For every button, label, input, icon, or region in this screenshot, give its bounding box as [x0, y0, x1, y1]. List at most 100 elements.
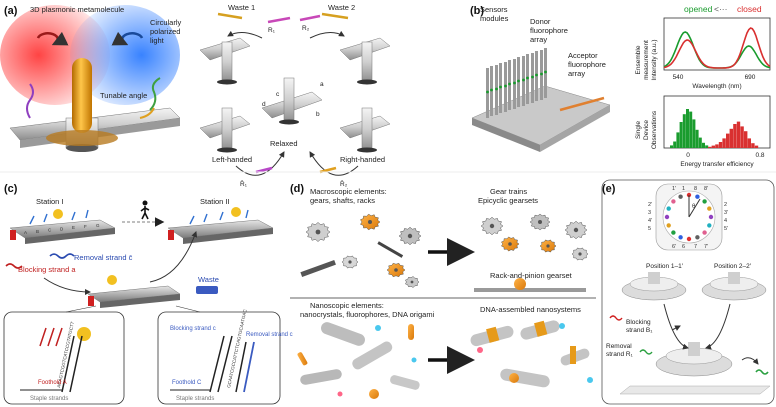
bottom-ylabel-2: Device	[643, 120, 650, 140]
macro-line-1: Macroscopic elements:	[310, 187, 387, 196]
theta-label: θ	[692, 204, 696, 210]
hist-bar-opened	[686, 109, 689, 148]
gold-nanorod-top	[72, 58, 92, 133]
track-letter: D	[60, 226, 64, 231]
donor-dot	[517, 79, 520, 83]
green-waste-strand	[755, 369, 769, 375]
track-intermediate	[87, 285, 181, 308]
hist-bar-closed	[718, 142, 723, 148]
nano-line-2: nanocrystals, fluorophores, DNA origami	[300, 310, 435, 319]
hist-bar-opened	[676, 132, 680, 148]
dial-dot	[702, 230, 707, 235]
removal-e-strand	[639, 349, 653, 355]
hist-bar-closed	[729, 128, 733, 148]
r2bar-strand	[319, 166, 337, 174]
arrow-to-intermediate	[43, 277, 91, 295]
acceptor-line-1: Acceptor	[568, 51, 598, 60]
bottom-ylabel-3: Observations	[651, 110, 658, 149]
r1-strand	[267, 16, 291, 24]
panel-e-frame	[601, 179, 775, 405]
hist-bar-opened	[679, 122, 683, 148]
removal-strand-c-label: Removal strand c	[246, 332, 293, 338]
gear-hub	[410, 280, 414, 284]
base-steps	[619, 385, 771, 395]
arrow-to-station-2	[149, 231, 198, 283]
sensor-pillars	[486, 48, 547, 118]
donor-dot	[522, 78, 525, 82]
waste-label: Waste	[198, 275, 219, 284]
station-2-label: Station II	[200, 197, 230, 206]
position-2-label: Position 2–2′	[714, 263, 752, 270]
dial-label-bottom: 6	[682, 244, 685, 250]
rack-shaft-1	[300, 259, 336, 277]
bottom-ylabel-1: Single	[635, 121, 642, 139]
track-letter: C	[48, 228, 52, 233]
arrow-to-center	[663, 303, 689, 350]
site-a-label: a	[320, 81, 324, 88]
site-c-label: c	[276, 91, 280, 98]
dial-dot	[664, 214, 670, 220]
panel-c-label: (c)	[4, 183, 18, 195]
dial-dot	[666, 223, 671, 228]
dial-label-top: 1	[682, 186, 685, 192]
dial-label-bottom: 7	[694, 244, 697, 250]
nano-line-1: Nanoscopic elements:	[310, 301, 384, 310]
acceptor-line-2: fluorophore	[568, 60, 606, 69]
blocking-strand-icon	[5, 263, 23, 269]
foothold-a-label: Foothold A	[38, 380, 67, 386]
dial-dot	[671, 199, 676, 204]
track-station-1	[9, 219, 116, 244]
panel-a: (a) 3D plasmonic metamolecule Circularly…	[0, 3, 391, 188]
waste-1-label: Waste 1	[228, 3, 255, 12]
donor-dot	[535, 73, 538, 77]
arrow-from-center	[705, 303, 731, 350]
dial-label-left: 4'	[648, 218, 652, 224]
panel-b-label: (b)	[470, 5, 484, 17]
track-letter: A	[24, 230, 27, 235]
legend-arrow-icon: <···	[714, 4, 727, 14]
station-2-strands	[189, 209, 249, 225]
top-tick-690: 690	[745, 74, 756, 81]
detail-box-right	[157, 311, 281, 405]
dial-label-right: 2	[724, 202, 727, 208]
donor-dot	[540, 72, 543, 76]
bundle-right-top	[339, 37, 391, 85]
donor-dot	[486, 90, 489, 94]
sensors-line-1: Sensors	[480, 5, 508, 14]
hist-bar-closed	[740, 126, 744, 148]
walker-gold-particle-1	[53, 209, 63, 219]
dial-dot	[678, 194, 683, 199]
hist-bar-opened	[682, 114, 686, 148]
position-1-label: Position 1–1′	[646, 263, 684, 270]
polarized-line-1: Circularly	[150, 18, 182, 27]
panel-d: (d) Macroscopic elements: gears, shafts,…	[290, 183, 596, 399]
donor-dot	[531, 75, 534, 79]
arrow-green-waste	[741, 357, 759, 365]
hist-bar-opened	[695, 129, 699, 148]
dial-dot	[695, 235, 700, 240]
dial-label-bottom: 7'	[704, 244, 708, 250]
arrow-right-to-relaxed	[309, 151, 359, 176]
donor-line-3: array	[530, 35, 547, 44]
hist-bar-opened	[698, 137, 702, 148]
dial-dot	[707, 206, 712, 211]
dial-label-left: 2'	[648, 202, 652, 208]
blue-light-cone	[70, 5, 180, 105]
dial-dot	[678, 235, 683, 240]
hist-bar-opened	[670, 145, 673, 148]
removal-strand-label: Removal strand c̄	[74, 253, 133, 262]
staple-strands-right: Staple strands	[176, 396, 214, 402]
hist-bar-opened	[689, 111, 693, 148]
foothold-c-label: Foothold C	[172, 380, 202, 386]
r1bar-strand	[255, 166, 273, 174]
r2bar-label: R̄₂	[340, 180, 348, 188]
bundle-right-bottom	[339, 107, 391, 153]
donor-dot	[495, 87, 498, 91]
hist-bar-closed	[722, 138, 726, 148]
spectrum-axes	[663, 17, 771, 71]
detail-gold-particle	[77, 327, 91, 341]
walking-person-icon	[140, 200, 150, 220]
gear-hub	[315, 229, 321, 235]
detail-dna-duplex-right	[209, 335, 247, 393]
